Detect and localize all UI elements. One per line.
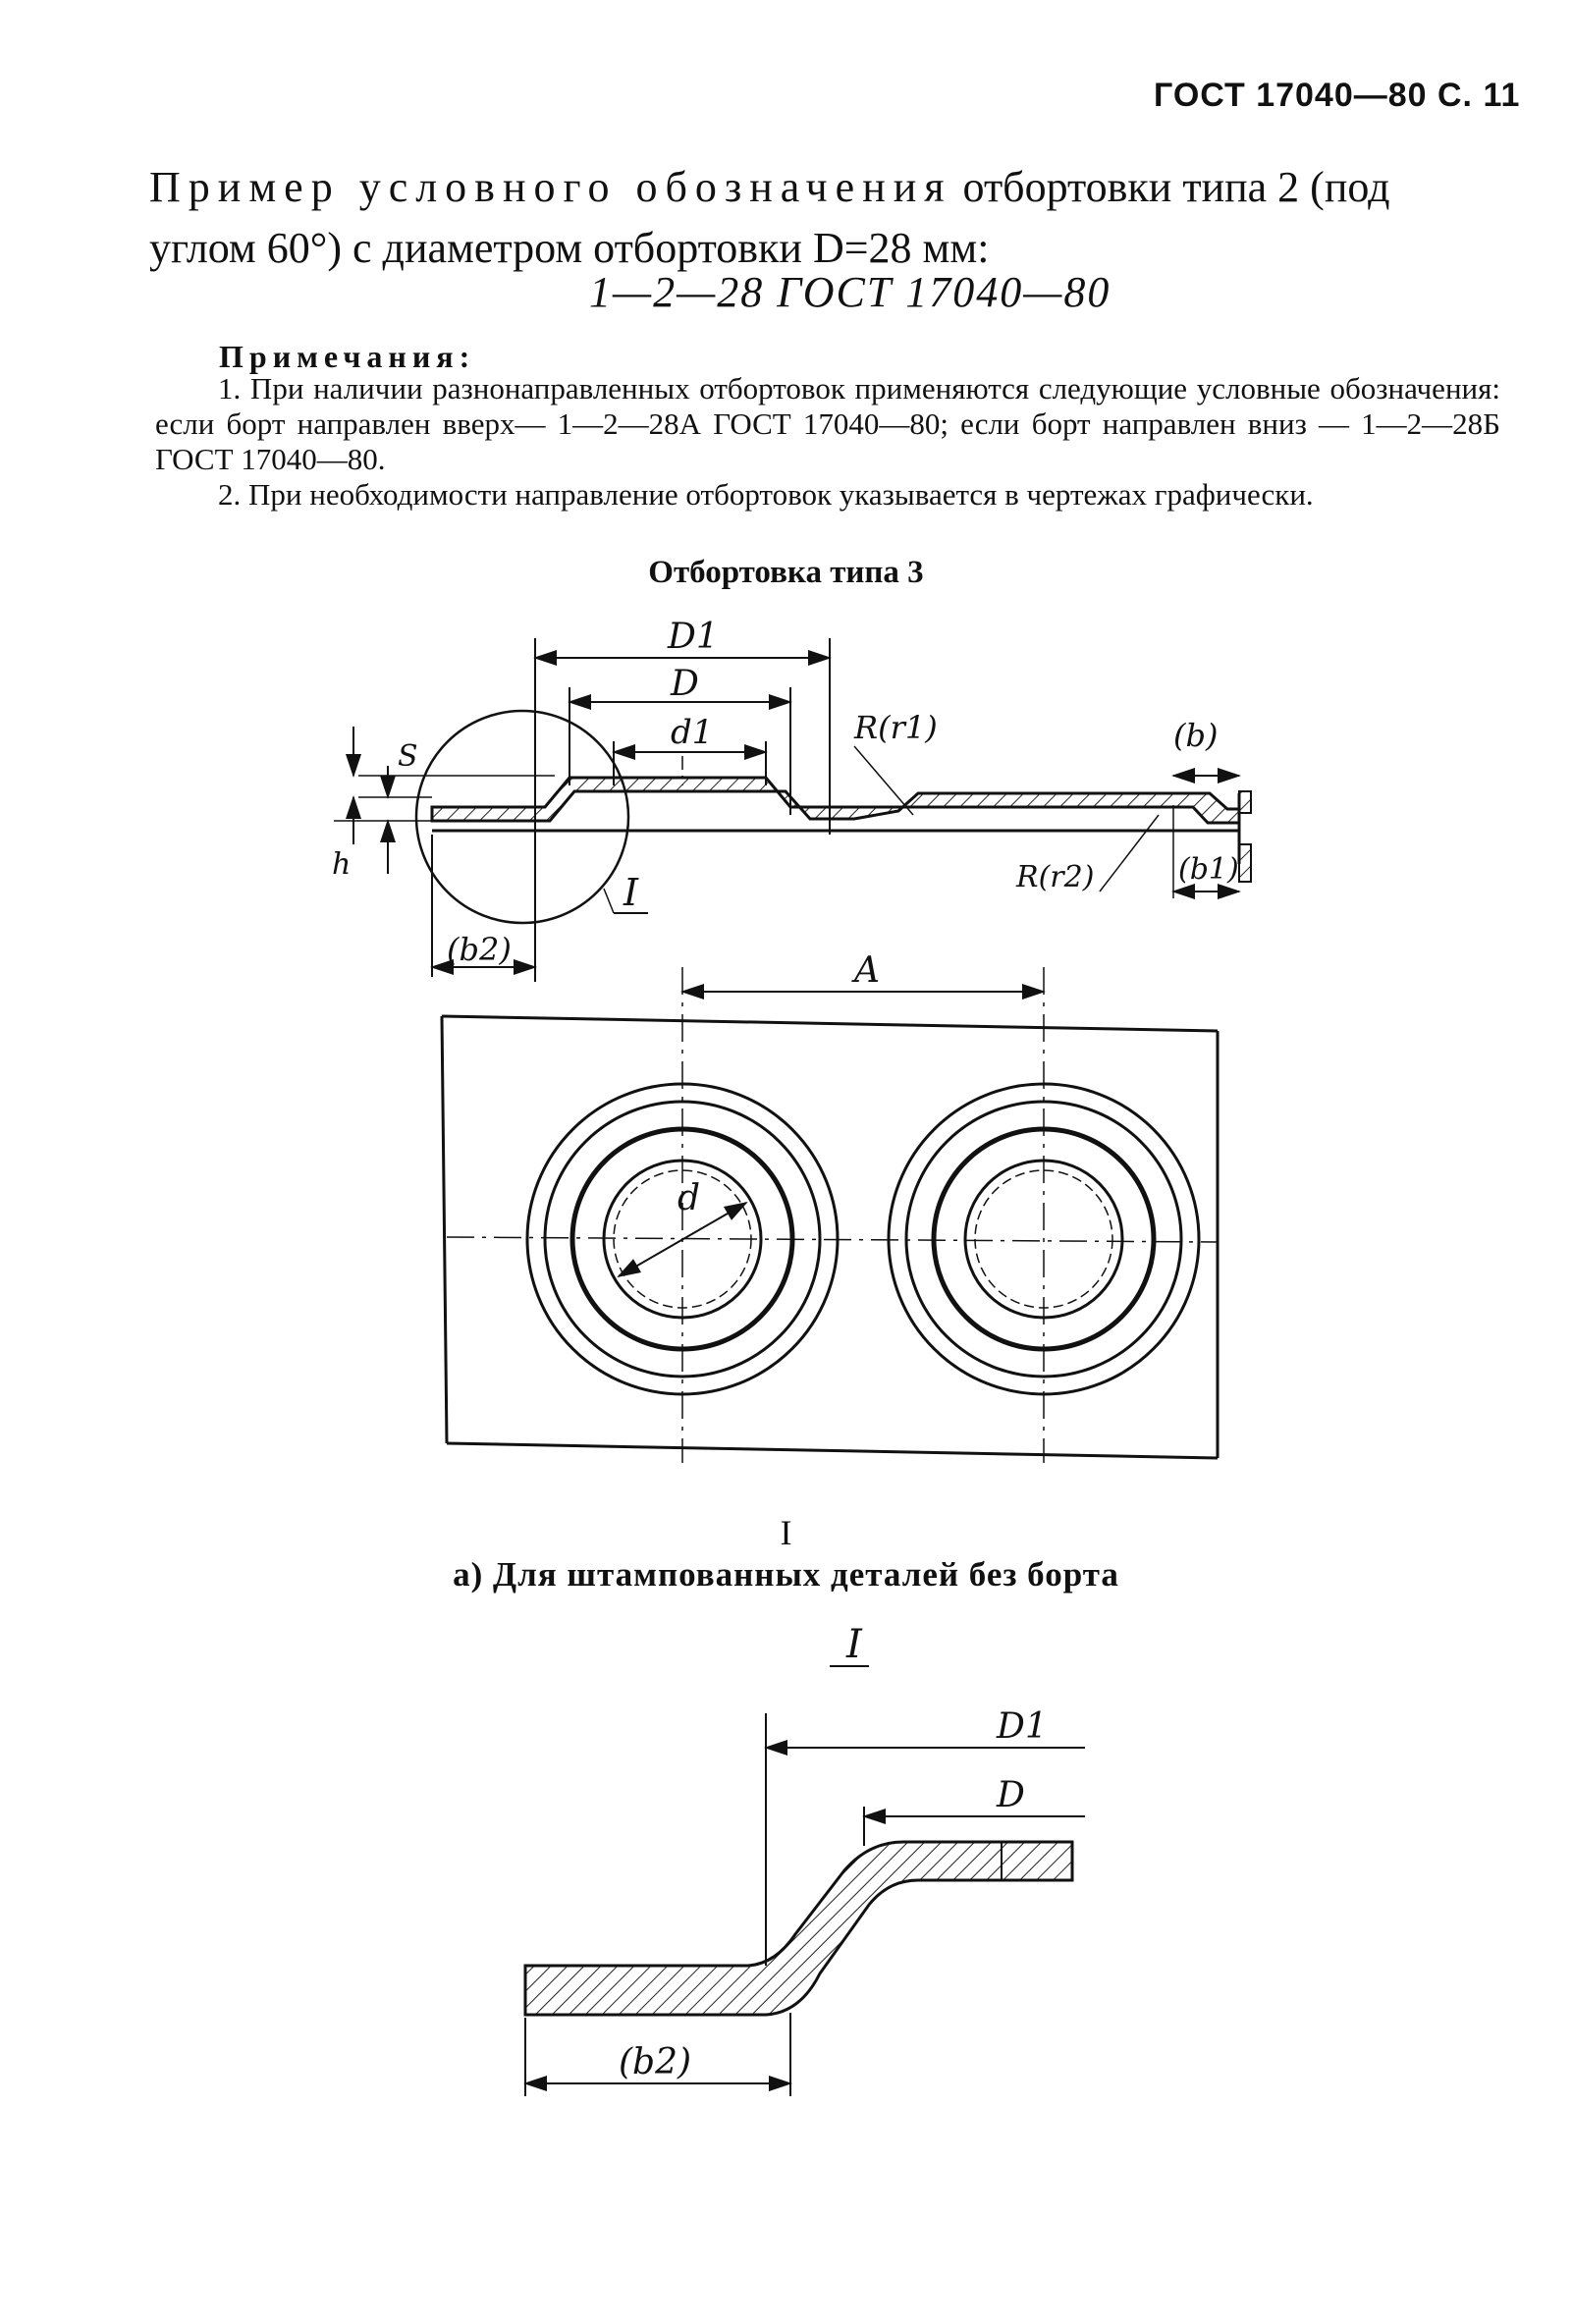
label-D: D — [670, 664, 699, 704]
example-lead-rest: отбортовки типа 2 (под углом 60°) с диам… — [149, 163, 1390, 272]
detail-view-label: I — [845, 1622, 863, 1667]
note-2-text: 2. При необходимости направление отборто… — [218, 477, 1314, 512]
plan-view: A d — [440, 950, 1220, 1463]
sheet-profile — [430, 776, 1241, 825]
figure-title: Отбортовка типа 3 — [648, 555, 924, 590]
label-b2: (b2) — [447, 931, 512, 968]
note-1-text: 1. При наличии разнонаправленных отборто… — [155, 371, 1500, 476]
detail-label-D1: D1 — [996, 1706, 1048, 1747]
notes-heading: Примечания: — [219, 339, 476, 374]
example-paragraph: Пример условного обозначения отбортовки … — [149, 157, 1504, 279]
label-b1: (b1) — [1178, 852, 1239, 887]
page-header: ГОСТ 17040—80 С. 11 — [1154, 77, 1521, 114]
detail-circle — [414, 709, 630, 925]
label-A: A — [851, 950, 880, 991]
note-1: 1. При наличии разнонаправленных отборто… — [155, 371, 1500, 477]
label-R-r1: R(r1) — [853, 709, 938, 746]
example-formula: 1—2—28 ГОСТ 17040—80 — [589, 268, 1111, 316]
label-d: d — [678, 1178, 700, 1218]
note-2: 2. При необходимости направление отборто… — [155, 477, 1500, 513]
label-h: h — [332, 847, 351, 882]
detail-label-b2: (b2) — [619, 2042, 691, 2082]
label-R-r2: R(r2) — [1015, 860, 1094, 894]
label-b: (b) — [1173, 717, 1218, 754]
label-D1: D1 — [667, 617, 719, 657]
label-S: S — [398, 739, 418, 774]
detail-label-D: D — [996, 1775, 1025, 1815]
detail-caption: а) Для штампованных деталей без борта — [453, 1555, 1119, 1594]
label-I: I — [623, 871, 639, 914]
detail-roman: I — [780, 1513, 792, 1552]
detail-view: I D1 D (b2) — [523, 1622, 1085, 2096]
label-d1: d1 — [671, 713, 713, 752]
section-view: D1 D d1 R(r1) R(r2) (b) (b1) (b2) S h I — [332, 617, 1252, 982]
example-lead-spaced: Пример условного обозначения — [149, 163, 952, 211]
